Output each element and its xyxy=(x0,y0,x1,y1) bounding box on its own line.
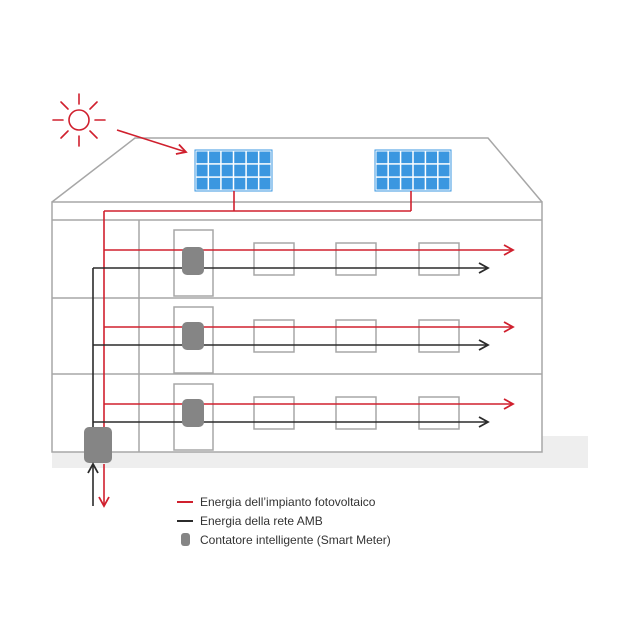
legend-label: Contatore intelligente (Smart Meter) xyxy=(200,532,391,547)
solar-cell xyxy=(401,151,413,164)
solar-cell xyxy=(438,177,450,190)
solar-cell xyxy=(438,151,450,164)
pv-distribution xyxy=(103,191,412,428)
solar-cell xyxy=(438,164,450,177)
solar-panel-icon xyxy=(374,149,452,192)
solar-cell xyxy=(426,164,438,177)
legend-item-pv-energy: Energia dell’impianto fotovoltaico xyxy=(176,492,536,511)
window xyxy=(335,319,377,353)
smart-meter-icon xyxy=(182,322,204,350)
smart-meter-icon xyxy=(176,533,194,546)
main-smart-meter-icon xyxy=(84,427,112,463)
smart-meter-icon xyxy=(182,399,204,427)
legend-swatch-black-line xyxy=(176,519,194,522)
floor-1-flows xyxy=(93,244,515,274)
sun-icon xyxy=(52,93,106,147)
solar-cell xyxy=(401,164,413,177)
smart-meters xyxy=(182,247,204,427)
solar-cell xyxy=(426,177,438,190)
solar-cell xyxy=(259,164,271,177)
solar-cell xyxy=(196,177,208,190)
solar-cell xyxy=(246,164,258,177)
solar-cell xyxy=(388,177,400,190)
solar-cell xyxy=(196,151,208,164)
solar-cell xyxy=(413,164,425,177)
solar-panel-icon xyxy=(194,149,273,192)
solar-cell xyxy=(388,164,400,177)
solar-cell xyxy=(413,177,425,190)
solar-cell xyxy=(413,151,425,164)
solar-cell xyxy=(388,151,400,164)
solar-cell xyxy=(221,151,233,164)
solar-cell xyxy=(376,177,388,190)
solar-cell xyxy=(221,177,233,190)
solar-cell xyxy=(376,164,388,177)
legend-swatch-red-line xyxy=(176,500,194,503)
solar-cell xyxy=(234,177,246,190)
legend: Energia dell’impianto fotovoltaico Energ… xyxy=(176,492,536,549)
solar-cell xyxy=(221,164,233,177)
solar-cell xyxy=(401,177,413,190)
windows xyxy=(253,242,460,430)
legend-item-grid-energy: Energia della rete AMB xyxy=(176,511,536,530)
window xyxy=(418,396,460,430)
solar-cell xyxy=(246,177,258,190)
window xyxy=(418,242,460,276)
window xyxy=(253,242,295,276)
floor-3-flows xyxy=(93,398,515,428)
smart-meter-icon xyxy=(182,247,204,275)
solar-cell xyxy=(426,151,438,164)
solar-cell xyxy=(234,164,246,177)
sunlight-arrow xyxy=(116,129,188,155)
stairwell-boxes xyxy=(173,229,214,451)
legend-label: Energia dell’impianto fotovoltaico xyxy=(200,494,376,509)
solar-cell xyxy=(234,151,246,164)
solar-cell xyxy=(246,151,258,164)
solar-cell xyxy=(259,151,271,164)
window xyxy=(335,396,377,430)
window xyxy=(253,319,295,353)
window xyxy=(253,396,295,430)
solar-cell xyxy=(209,164,221,177)
roof xyxy=(51,137,543,203)
window xyxy=(418,319,460,353)
solar-cell xyxy=(209,151,221,164)
solar-cell xyxy=(196,164,208,177)
floor-2-flows xyxy=(93,321,515,351)
solar-cell xyxy=(259,177,271,190)
legend-item-smart-meter: Contatore intelligente (Smart Meter) xyxy=(176,530,536,549)
solar-cell xyxy=(376,151,388,164)
window xyxy=(335,242,377,276)
legend-label: Energia della rete AMB xyxy=(200,513,323,528)
solar-cell xyxy=(209,177,221,190)
